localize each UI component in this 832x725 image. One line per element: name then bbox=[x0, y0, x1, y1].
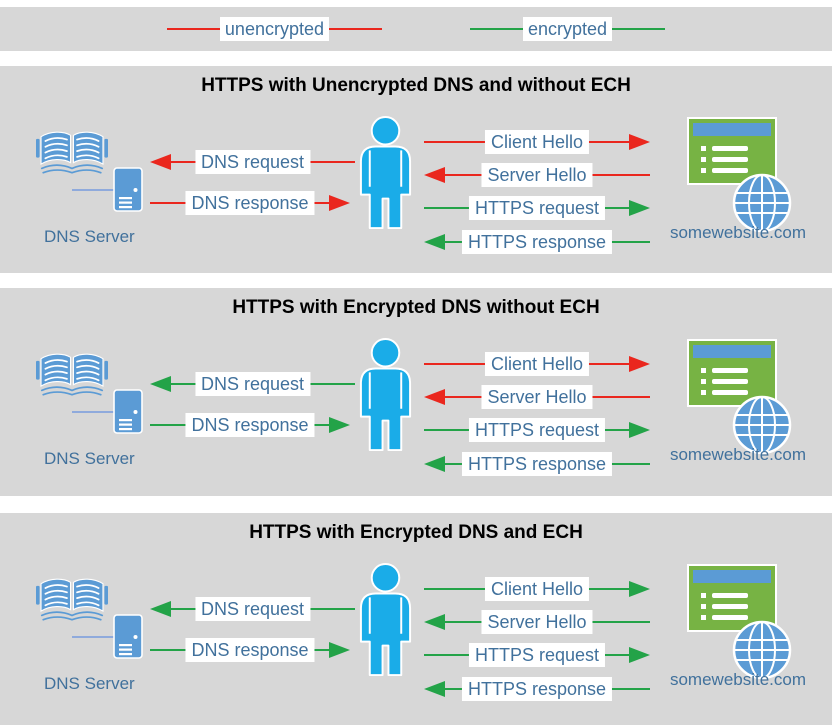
unencrypted-line-icon bbox=[329, 28, 382, 30]
server-tower-icon bbox=[113, 614, 143, 659]
arrow-https-request: HTTPS request bbox=[424, 642, 650, 668]
arrow-dns-response: DNS response bbox=[150, 637, 350, 663]
message-label: HTTPS response bbox=[461, 230, 613, 254]
legend-label: unencrypted bbox=[219, 17, 329, 41]
arrow-https-request: HTTPS request bbox=[424, 195, 650, 221]
arrowhead-icon bbox=[150, 601, 171, 617]
website-globe-icon bbox=[686, 116, 798, 234]
arrow-https-request: HTTPS request bbox=[424, 417, 650, 443]
message-label: DNS request bbox=[194, 597, 311, 621]
message-label: DNS response bbox=[185, 638, 315, 662]
person-icon bbox=[359, 338, 412, 452]
message-label: HTTPS request bbox=[468, 643, 606, 667]
arrowhead-icon bbox=[424, 614, 445, 630]
arrowhead-icon bbox=[329, 417, 350, 433]
arrowhead-icon bbox=[629, 356, 650, 372]
open-book-icon bbox=[36, 578, 108, 621]
message-label: DNS request bbox=[194, 372, 311, 396]
message-label: HTTPS response bbox=[461, 452, 613, 476]
person-icon bbox=[359, 563, 412, 677]
arrow-server-hello: Server Hello bbox=[424, 384, 650, 410]
panel-encrypted-dns-ech: HTTPS with Encrypted DNS and ECH DNS Ser… bbox=[0, 513, 832, 725]
message-label: DNS response bbox=[185, 413, 315, 437]
arrow-client-hello: Client Hello bbox=[424, 576, 650, 602]
legend-label: encrypted bbox=[523, 17, 613, 41]
arrowhead-icon bbox=[629, 422, 650, 438]
server-tower-icon bbox=[113, 389, 143, 434]
message-label: HTTPS request bbox=[468, 418, 606, 442]
arrowhead-icon bbox=[150, 154, 171, 170]
arrowhead-icon bbox=[629, 200, 650, 216]
arrowhead-icon bbox=[629, 647, 650, 663]
book-server-connector bbox=[72, 189, 114, 191]
message-label: Server Hello bbox=[481, 610, 593, 634]
website-domain-label: somewebsite.com bbox=[669, 223, 807, 242]
message-label: Client Hello bbox=[484, 130, 590, 154]
person-icon bbox=[359, 116, 412, 230]
panel-title: HTTPS with Encrypted DNS and ECH bbox=[249, 522, 583, 543]
arrowhead-icon bbox=[629, 581, 650, 597]
arrow-client-hello: Client Hello bbox=[424, 351, 650, 377]
arrow-https-response: HTTPS response bbox=[424, 229, 650, 255]
arrow-dns-response: DNS response bbox=[150, 190, 350, 216]
open-book-icon bbox=[36, 131, 108, 174]
legend-bar: unencrypted encrypted bbox=[0, 7, 832, 51]
arrow-dns-request: DNS request bbox=[150, 149, 355, 175]
book-server-connector bbox=[72, 411, 114, 413]
encrypted-line-icon bbox=[612, 28, 666, 30]
legend-item-encrypted: encrypted bbox=[470, 17, 666, 41]
arrow-dns-request: DNS request bbox=[150, 371, 355, 397]
panel-title: HTTPS with Encrypted DNS without ECH bbox=[232, 297, 600, 318]
arrow-https-response: HTTPS response bbox=[424, 676, 650, 702]
website-globe-icon bbox=[686, 563, 798, 681]
message-label: Client Hello bbox=[484, 352, 590, 376]
panel-encrypted-dns-no-ech: HTTPS with Encrypted DNS without ECH DNS… bbox=[0, 288, 832, 496]
message-label: DNS response bbox=[185, 191, 315, 215]
arrow-https-response: HTTPS response bbox=[424, 451, 650, 477]
arrowhead-icon bbox=[150, 376, 171, 392]
dns-server-label: DNS Server bbox=[44, 674, 135, 693]
encrypted-line-icon bbox=[470, 28, 523, 30]
arrowhead-icon bbox=[329, 195, 350, 211]
message-label: HTTPS request bbox=[468, 196, 606, 220]
arrowhead-icon bbox=[424, 167, 445, 183]
server-tower-icon bbox=[113, 167, 143, 212]
arrow-dns-request: DNS request bbox=[150, 596, 355, 622]
message-label: Server Hello bbox=[481, 385, 593, 409]
unencrypted-line-icon bbox=[166, 28, 220, 30]
arrowhead-icon bbox=[424, 681, 445, 697]
website-domain-label: somewebsite.com bbox=[669, 670, 807, 689]
website-globe-icon bbox=[686, 338, 798, 456]
legend-item-unencrypted: unencrypted bbox=[166, 17, 382, 41]
open-book-icon bbox=[36, 353, 108, 396]
website-domain-label: somewebsite.com bbox=[669, 445, 807, 464]
message-label: HTTPS response bbox=[461, 677, 613, 701]
arrowhead-icon bbox=[424, 389, 445, 405]
panel-unencrypted-dns-no-ech: HTTPS with Unencrypted DNS and without E… bbox=[0, 66, 832, 273]
dns-server-label: DNS Server bbox=[44, 227, 135, 246]
book-server-connector bbox=[72, 636, 114, 638]
arrow-client-hello: Client Hello bbox=[424, 129, 650, 155]
arrow-dns-response: DNS response bbox=[150, 412, 350, 438]
dns-server-label: DNS Server bbox=[44, 449, 135, 468]
arrowhead-icon bbox=[424, 234, 445, 250]
message-label: Client Hello bbox=[484, 577, 590, 601]
arrowhead-icon bbox=[329, 642, 350, 658]
arrow-server-hello: Server Hello bbox=[424, 609, 650, 635]
panel-title: HTTPS with Unencrypted DNS and without E… bbox=[201, 75, 631, 96]
message-label: Server Hello bbox=[481, 163, 593, 187]
arrowhead-icon bbox=[629, 134, 650, 150]
arrowhead-icon bbox=[424, 456, 445, 472]
arrow-server-hello: Server Hello bbox=[424, 162, 650, 188]
message-label: DNS request bbox=[194, 150, 311, 174]
